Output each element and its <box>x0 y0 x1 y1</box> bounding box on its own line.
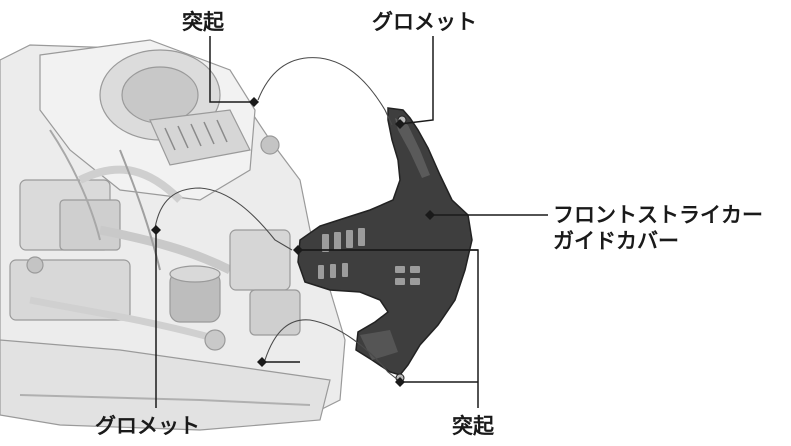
label-grommet-bottom: グロメット <box>95 414 200 438</box>
label-protrusion-top: 突起 <box>182 10 224 34</box>
callout-marker-cover <box>425 210 435 220</box>
callout-marker-grommet-low <box>257 357 267 367</box>
leader-lines <box>155 36 548 408</box>
label-cover-line2: ガイドカバー <box>553 229 679 253</box>
callout-markers <box>151 97 435 387</box>
callout-marker-grommet-bottom <box>151 225 161 235</box>
callout-marker-grommet-top <box>395 119 405 129</box>
label-protrusion-bottom: 突起 <box>452 414 494 438</box>
label-cover-line1: フロントストライカー <box>553 203 763 227</box>
label-grommet-top: グロメット <box>372 10 477 34</box>
callout-marker-protrusion-low <box>395 377 405 387</box>
callout-marker-protrusion-mid <box>293 245 303 255</box>
cable-lines <box>154 57 399 381</box>
callout-marker-protrusion-top <box>249 97 259 107</box>
engine-bay <box>0 39 346 431</box>
